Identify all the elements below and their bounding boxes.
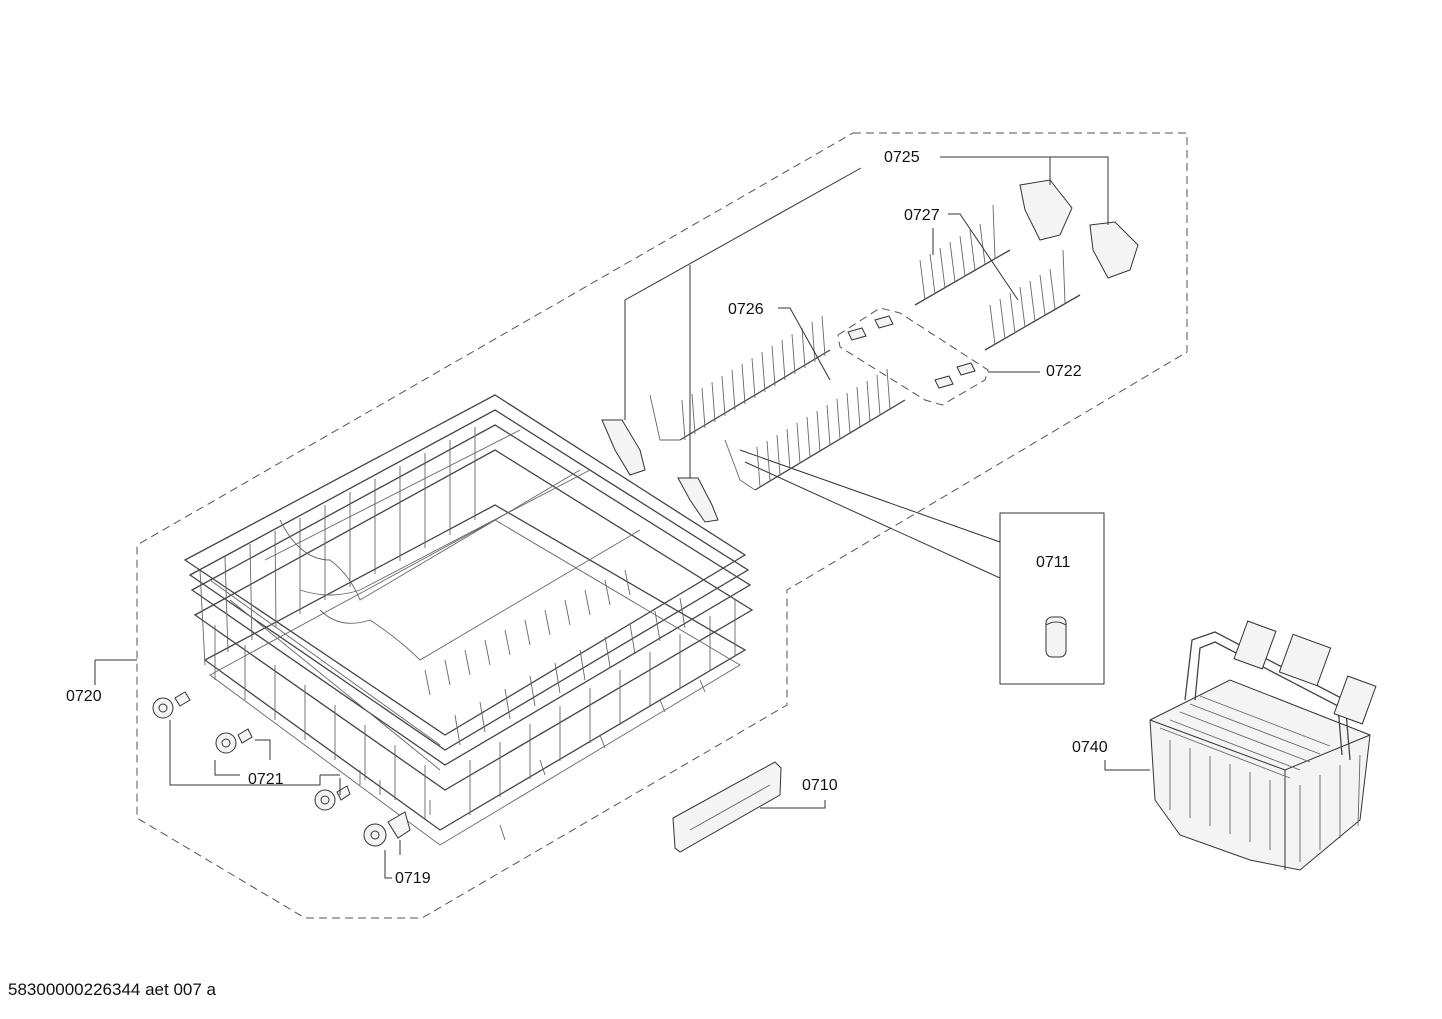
label-0722: 0722 — [1046, 363, 1082, 380]
leader-0719 — [384, 840, 401, 879]
label-0740: 0740 — [1072, 739, 1108, 756]
part-0726-tine-racks — [649, 315, 906, 491]
part-0727-racks — [914, 204, 1081, 351]
label-0719: 0719 — [395, 870, 431, 887]
part-0740-cutlery-basket — [1149, 620, 1377, 871]
label-0710: 0710 — [802, 777, 838, 794]
label-0725: 0725 — [884, 149, 920, 166]
label-0720: 0720 — [66, 688, 102, 705]
part-0725-clips — [601, 179, 1139, 523]
part-0722-box — [837, 307, 989, 406]
document-code: 58300000226344 aet 007 a — [8, 980, 216, 999]
label-0721: 0721 — [248, 771, 284, 788]
label-0727: 0727 — [904, 207, 940, 224]
leader-0740 — [1104, 760, 1150, 771]
lower-rack — [183, 394, 754, 846]
part-0711-detail-box — [999, 512, 1105, 685]
leader-0725 — [624, 156, 1109, 478]
leader-0726 — [778, 307, 831, 381]
leader-0710 — [760, 800, 826, 809]
wheel-parts — [152, 691, 411, 847]
leader-0727 — [932, 213, 1019, 301]
assembly-boundary — [136, 132, 1188, 919]
label-0711: 0711 — [1036, 554, 1071, 571]
part-0722-clips — [847, 315, 976, 389]
label-0726: 0726 — [728, 301, 764, 318]
part-0710-plate — [672, 761, 782, 853]
